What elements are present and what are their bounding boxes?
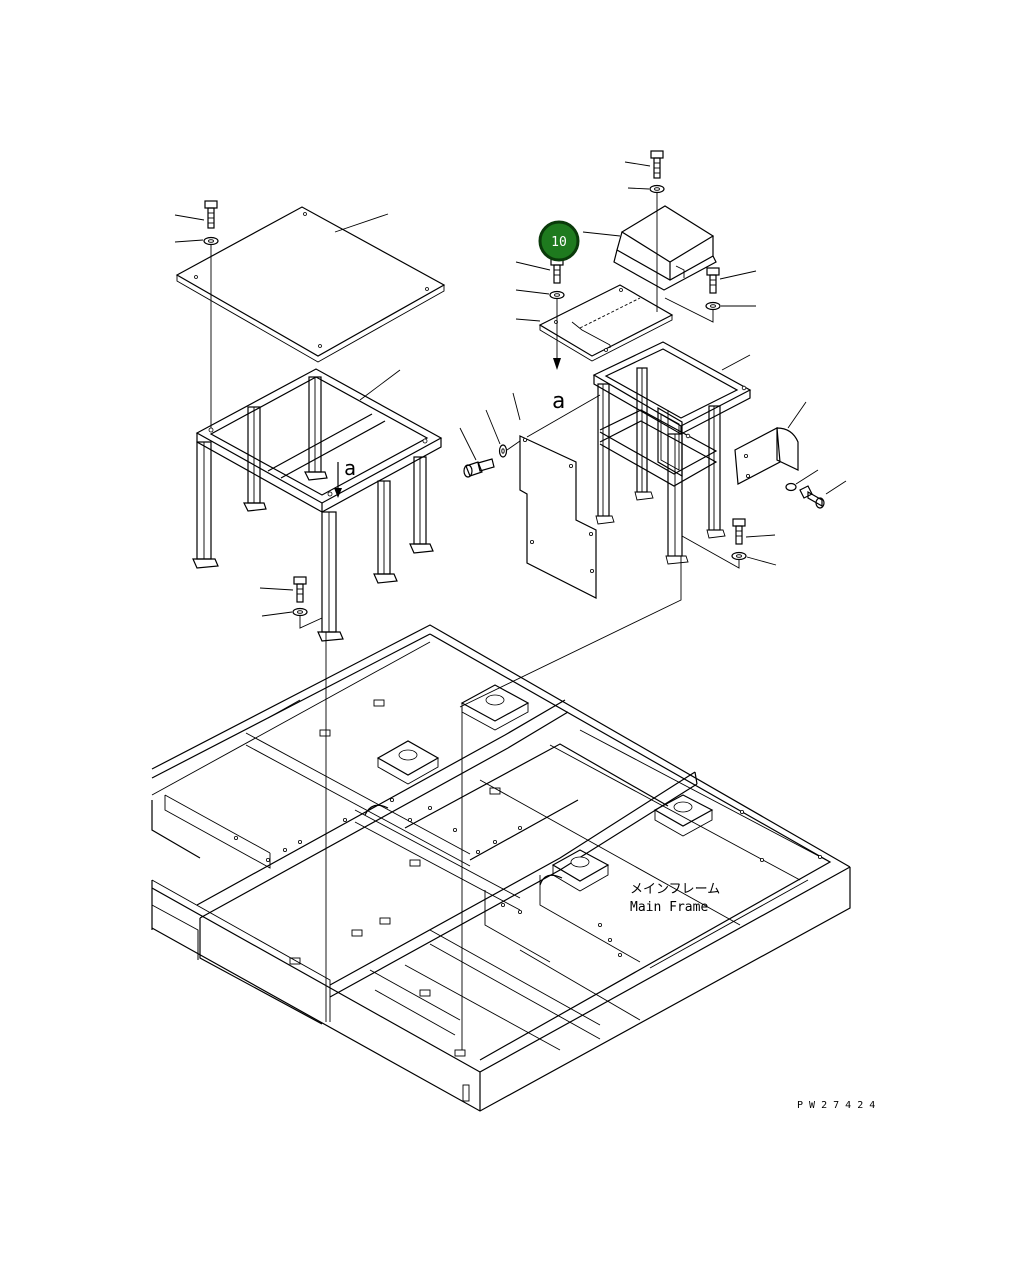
side-panel-washer — [485, 409, 508, 458]
frame-holes — [233, 798, 823, 958]
side-cover-washer — [664, 297, 756, 323]
main-frame-label-en: Main Frame — [630, 900, 708, 915]
frame-cutout-1 — [364, 804, 389, 816]
right-mount-leader — [459, 556, 682, 708]
top-right-washer — [627, 184, 665, 194]
right-side-bracket — [734, 401, 807, 485]
top-right-bolt — [624, 150, 664, 179]
callout-10-number: 10 — [551, 235, 567, 250]
mount-pad-4 — [551, 849, 610, 892]
frame-cutout-2 — [539, 874, 563, 886]
right-small-plate — [515, 284, 674, 362]
left-stand-frame — [192, 368, 443, 642]
main-frame-label-jp: メインフレーム — [630, 882, 720, 897]
side-panel — [512, 392, 597, 599]
callout-10-washer — [515, 289, 565, 300]
side-cover-bolt — [706, 267, 757, 294]
frame-clips — [289, 699, 501, 1102]
mount-pad-3 — [653, 794, 714, 837]
main-frame — [151, 624, 851, 1112]
main-frame-label: メインフレーム Main Frame — [630, 882, 720, 915]
left-lower-bolt — [259, 576, 307, 603]
left-view-marker-label: a — [344, 456, 356, 480]
mount-pad-2 — [376, 740, 440, 785]
left-lower-washer — [261, 607, 323, 629]
right-horizontal-bolt — [785, 469, 847, 509]
side-panel-bolt-axis — [506, 440, 521, 451]
right-view-marker-label: a — [552, 389, 565, 414]
right-lower-bolt — [732, 518, 776, 545]
right-stand-frame — [592, 341, 752, 565]
top-cover-box — [582, 205, 717, 291]
drawing-code: P W 2 7 4 2 4 — [797, 1100, 875, 1111]
left-cover-plate — [175, 206, 446, 363]
side-panel-leader — [526, 394, 601, 438]
left-view-marker: a — [334, 456, 356, 498]
left-top-washer — [174, 236, 219, 246]
side-panel-bolt — [459, 427, 495, 478]
right-view-arrow — [553, 358, 561, 370]
left-top-bolt — [174, 200, 218, 229]
mount-pad-1 — [460, 684, 530, 731]
callout-10-bolt — [515, 257, 564, 284]
right-lower-washer — [681, 535, 777, 569]
callout-10-marker[interactable]: 10 — [538, 220, 580, 262]
